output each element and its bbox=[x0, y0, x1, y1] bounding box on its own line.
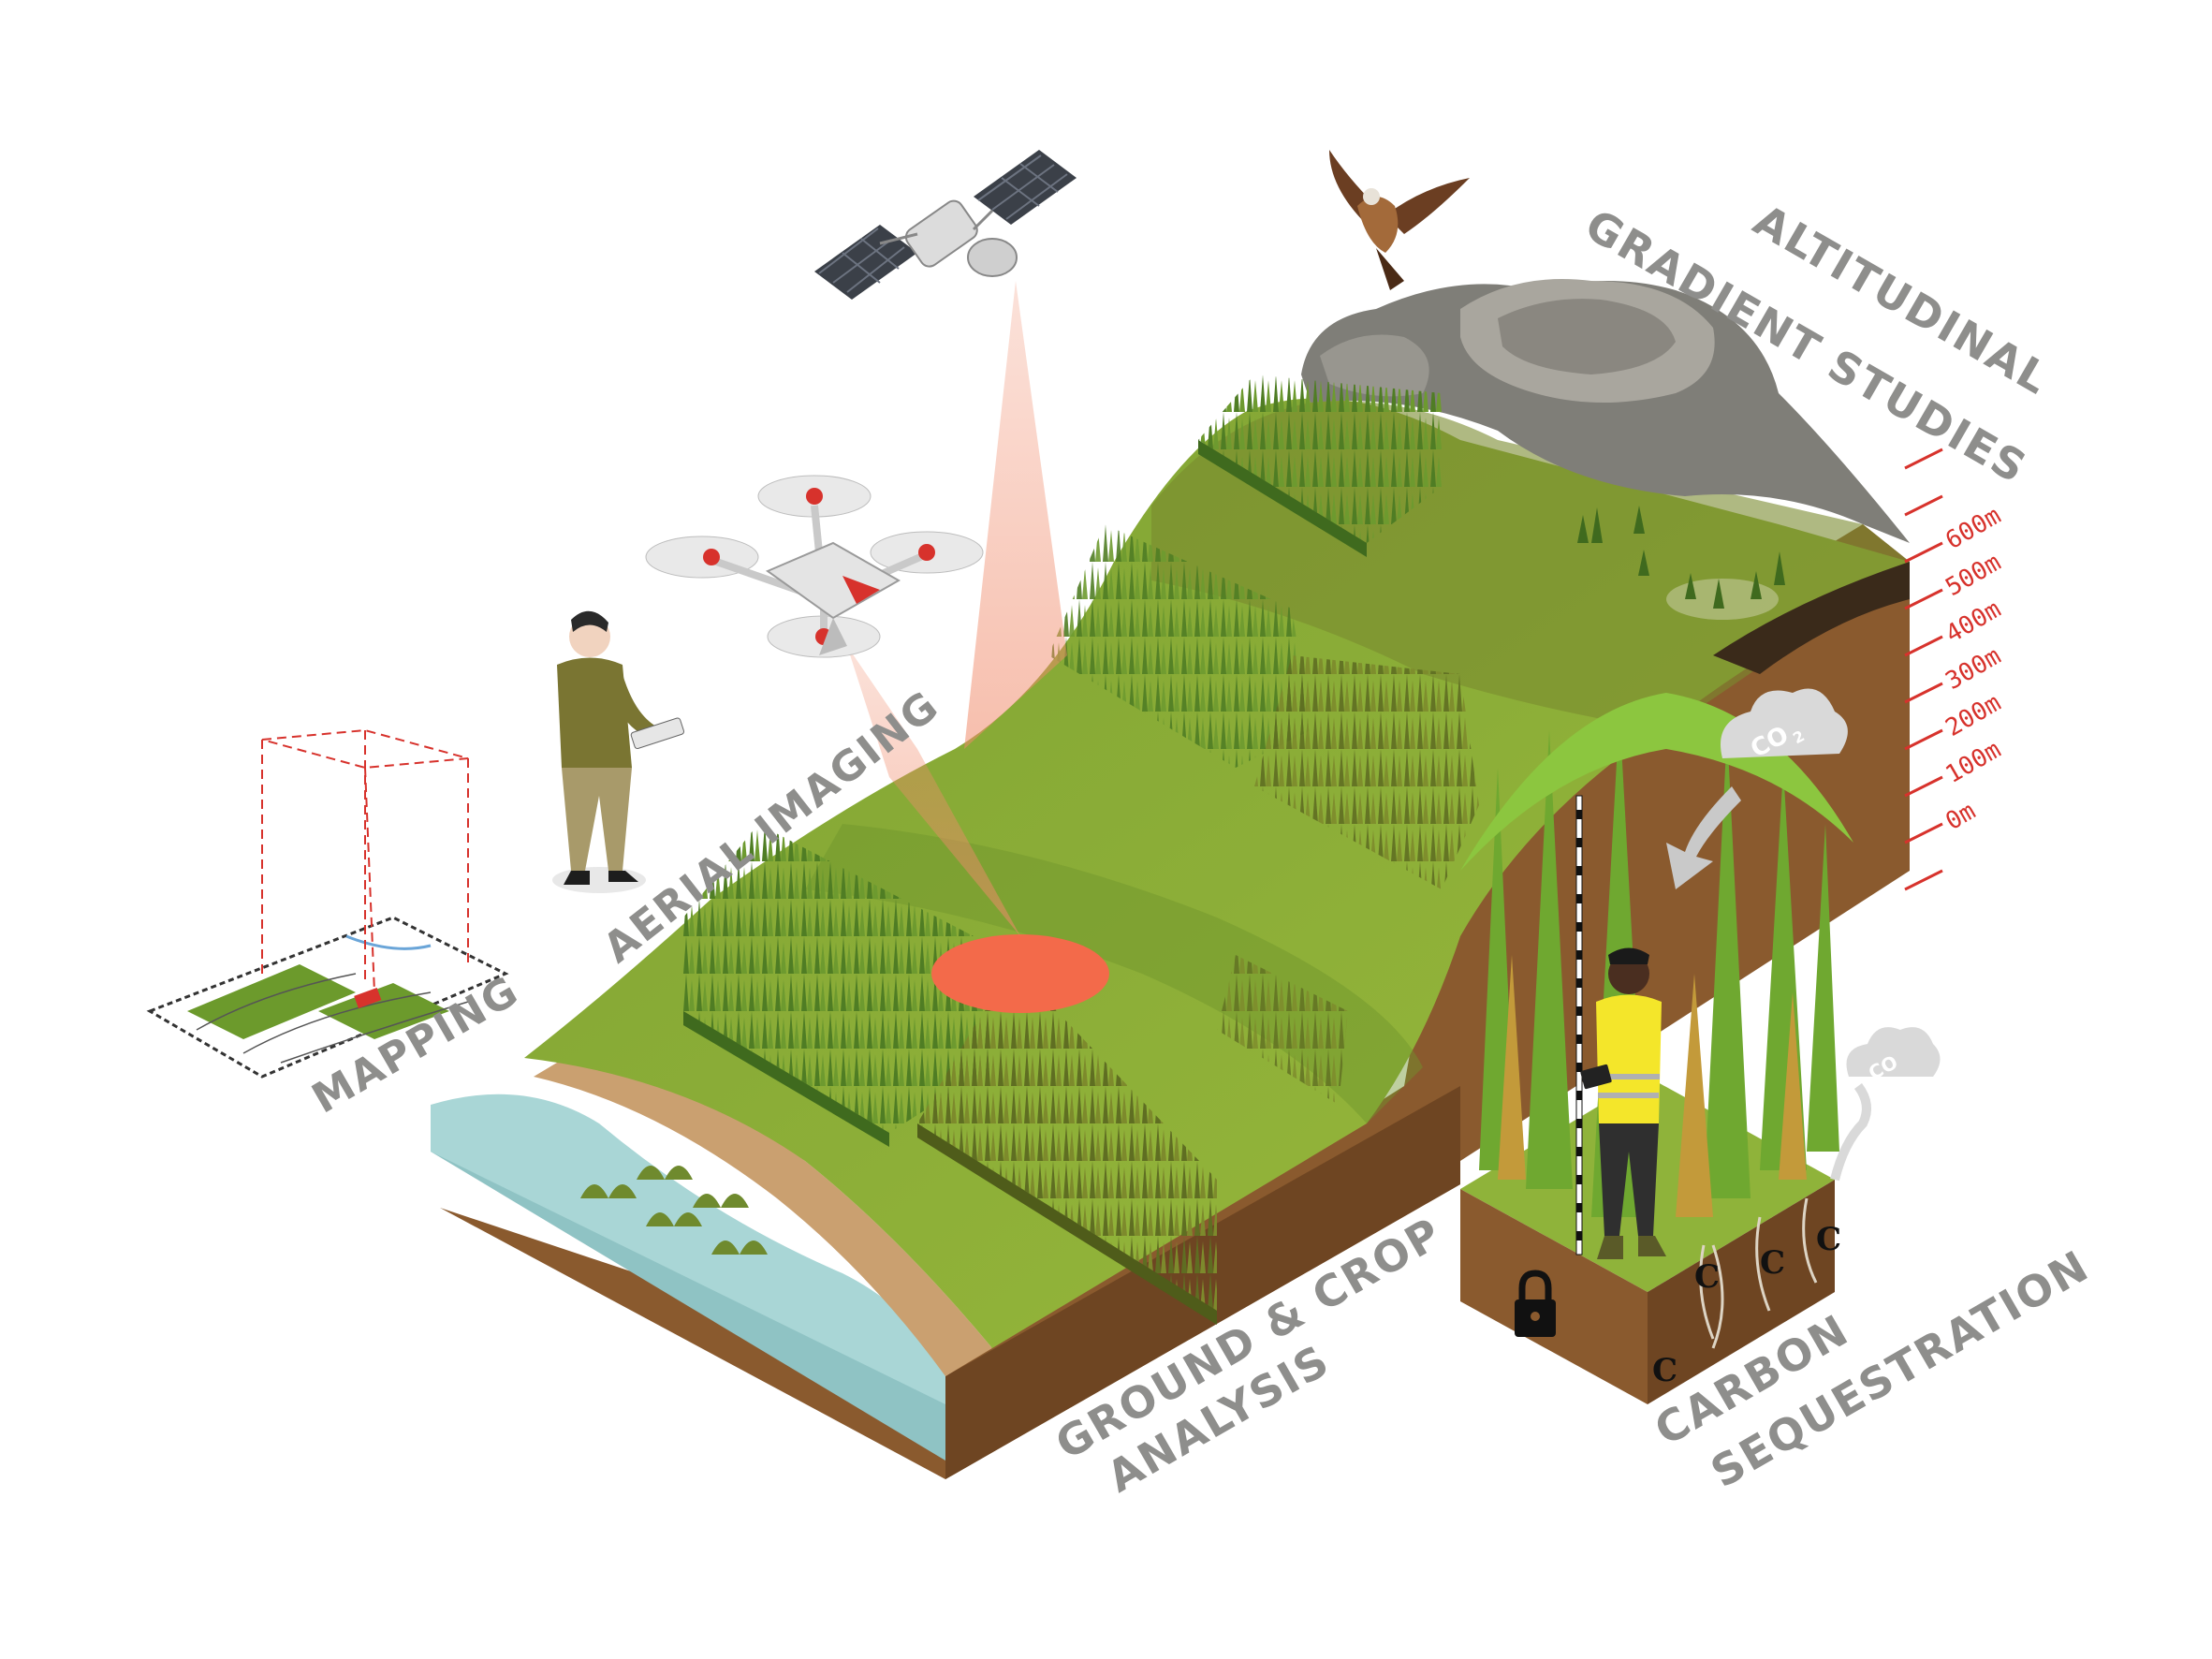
co2-cloud-icon: CO 2 bbox=[1721, 688, 1848, 764]
smoke-trail bbox=[1830, 1083, 1871, 1182]
laser-target-spot bbox=[931, 934, 1109, 1013]
altitude-tick-label: 0m bbox=[1941, 797, 1981, 836]
co2-cloud-icon: CO bbox=[1846, 1027, 1941, 1084]
altitude-tick-label: 400m bbox=[1941, 595, 2006, 649]
altitude-tick-label: 600m bbox=[1941, 502, 2006, 555]
summit-shrubs bbox=[1577, 506, 1785, 620]
altitude-tick-label: 100m bbox=[1941, 736, 2006, 789]
satellite-beam bbox=[964, 281, 1067, 749]
padlock-icon bbox=[1515, 1270, 1556, 1337]
person-icon bbox=[552, 610, 685, 893]
arrow-icon bbox=[1666, 786, 1741, 889]
water-plants bbox=[580, 1166, 768, 1255]
measuring-pole bbox=[1575, 795, 1583, 1255]
satellite-icon bbox=[814, 150, 1077, 300]
altitude-tick-label: 500m bbox=[1941, 549, 2006, 602]
altitude-tick-label: 300m bbox=[1941, 642, 2006, 696]
carbon-letters: C C C C bbox=[1652, 1221, 1841, 1389]
eagle-icon bbox=[1329, 150, 1470, 290]
drone-icon bbox=[645, 475, 984, 658]
crop-plots bbox=[683, 374, 1479, 1325]
surveyor-icon bbox=[1580, 947, 1666, 1259]
carbon-letter-c: C bbox=[1694, 1258, 1720, 1296]
carbon-letter-c: C bbox=[1760, 1244, 1785, 1282]
drone-beam bbox=[847, 646, 1020, 936]
carbon-letter-c: C bbox=[1652, 1352, 1677, 1389]
altitude-tick-label: 200m bbox=[1941, 689, 2006, 742]
altitude-scale: 600m 500m 400m 300m 200m 100m 0m bbox=[1904, 448, 2006, 891]
map-icon bbox=[146, 728, 509, 1079]
carbon-letter-c: C bbox=[1816, 1221, 1841, 1258]
rock-summit bbox=[1301, 279, 1910, 543]
